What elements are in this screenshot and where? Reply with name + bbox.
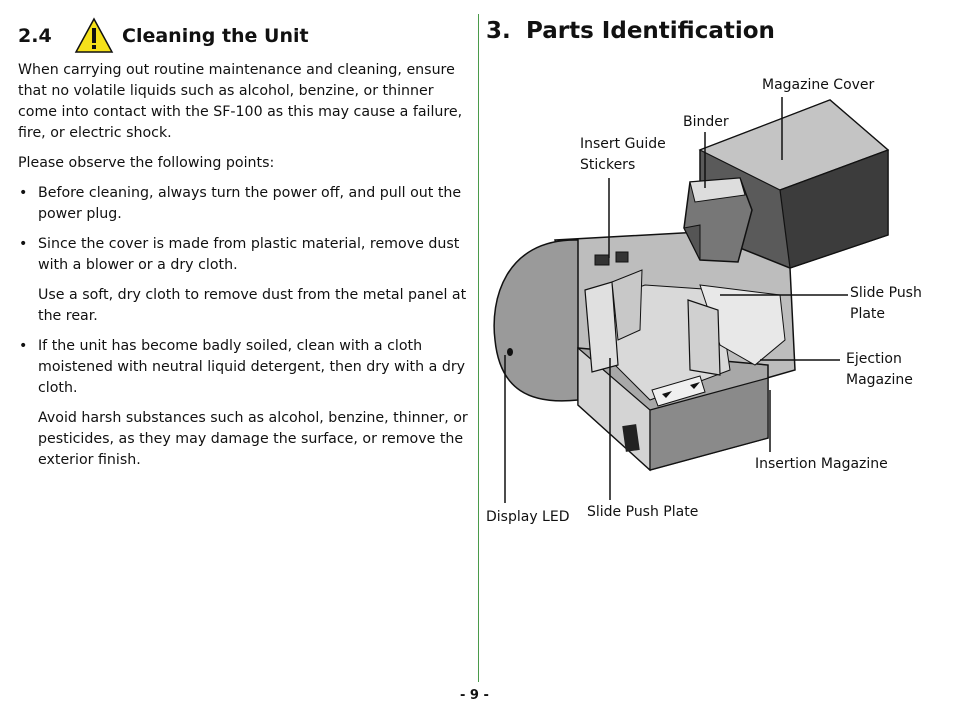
- label-ejection-magazine: Ejection Magazine: [846, 349, 913, 391]
- list-item: • Before cleaning, always turn the power…: [18, 183, 470, 225]
- left-column: 2.4 Cleaning the Unit When carrying out …: [18, 16, 470, 480]
- list-item: • Since the cover is made from plastic m…: [18, 234, 470, 327]
- observe-paragraph: Please observe the following points:: [18, 155, 275, 171]
- list-item-text: If the unit has become badly soiled, cle…: [38, 338, 466, 396]
- label-insert-guide: Insert Guide Stickers: [580, 134, 666, 176]
- section-number: 2.4: [18, 25, 52, 47]
- label-line: Stickers: [580, 157, 636, 173]
- list-item-text: Before cleaning, always turn the power o…: [38, 185, 462, 222]
- label-display-led: Display LED: [486, 509, 570, 525]
- label-insertion-magazine: Insertion Magazine: [755, 456, 888, 472]
- label-binder: Binder: [683, 114, 729, 130]
- label-line: Slide Push: [850, 285, 922, 301]
- warning-triangle-icon: [74, 17, 114, 53]
- label-slide-push-plate-right: Slide Push Plate: [850, 283, 922, 325]
- bullet-marker: •: [19, 236, 28, 252]
- section-number: 3.: [486, 18, 511, 44]
- device-illustration: [493, 97, 890, 503]
- column-divider: [478, 14, 479, 682]
- label-slide-push-plate-bottom: Slide Push Plate: [587, 504, 699, 520]
- cleaning-points-list: • Before cleaning, always turn the power…: [18, 183, 470, 471]
- list-item-subtext: Use a soft, dry cloth to remove dust fro…: [38, 287, 467, 324]
- list-item-text: Since the cover is made from plastic mat…: [38, 236, 460, 273]
- label-line: Magazine: [846, 372, 913, 388]
- label-line: Ejection: [846, 351, 902, 367]
- section-title: Cleaning the Unit: [122, 25, 309, 47]
- section-heading: 2.4 Cleaning the Unit: [18, 16, 470, 56]
- list-item-subtext: Avoid harsh substances such as alcohol, …: [38, 410, 468, 468]
- label-magazine-cover: Magazine Cover: [762, 77, 875, 93]
- list-item: • If the unit has become badly soiled, c…: [18, 336, 470, 471]
- section-title: Parts Identification: [526, 18, 775, 44]
- label-line: Plate: [850, 306, 886, 322]
- bullet-marker: •: [19, 338, 28, 354]
- parts-heading: 3. Parts Identification: [486, 18, 775, 44]
- page-number: - 9 -: [460, 688, 489, 703]
- intro-paragraph: When carrying out routine maintenance an…: [18, 62, 463, 141]
- bullet-marker: •: [19, 185, 28, 201]
- label-line: Insert Guide: [580, 136, 666, 152]
